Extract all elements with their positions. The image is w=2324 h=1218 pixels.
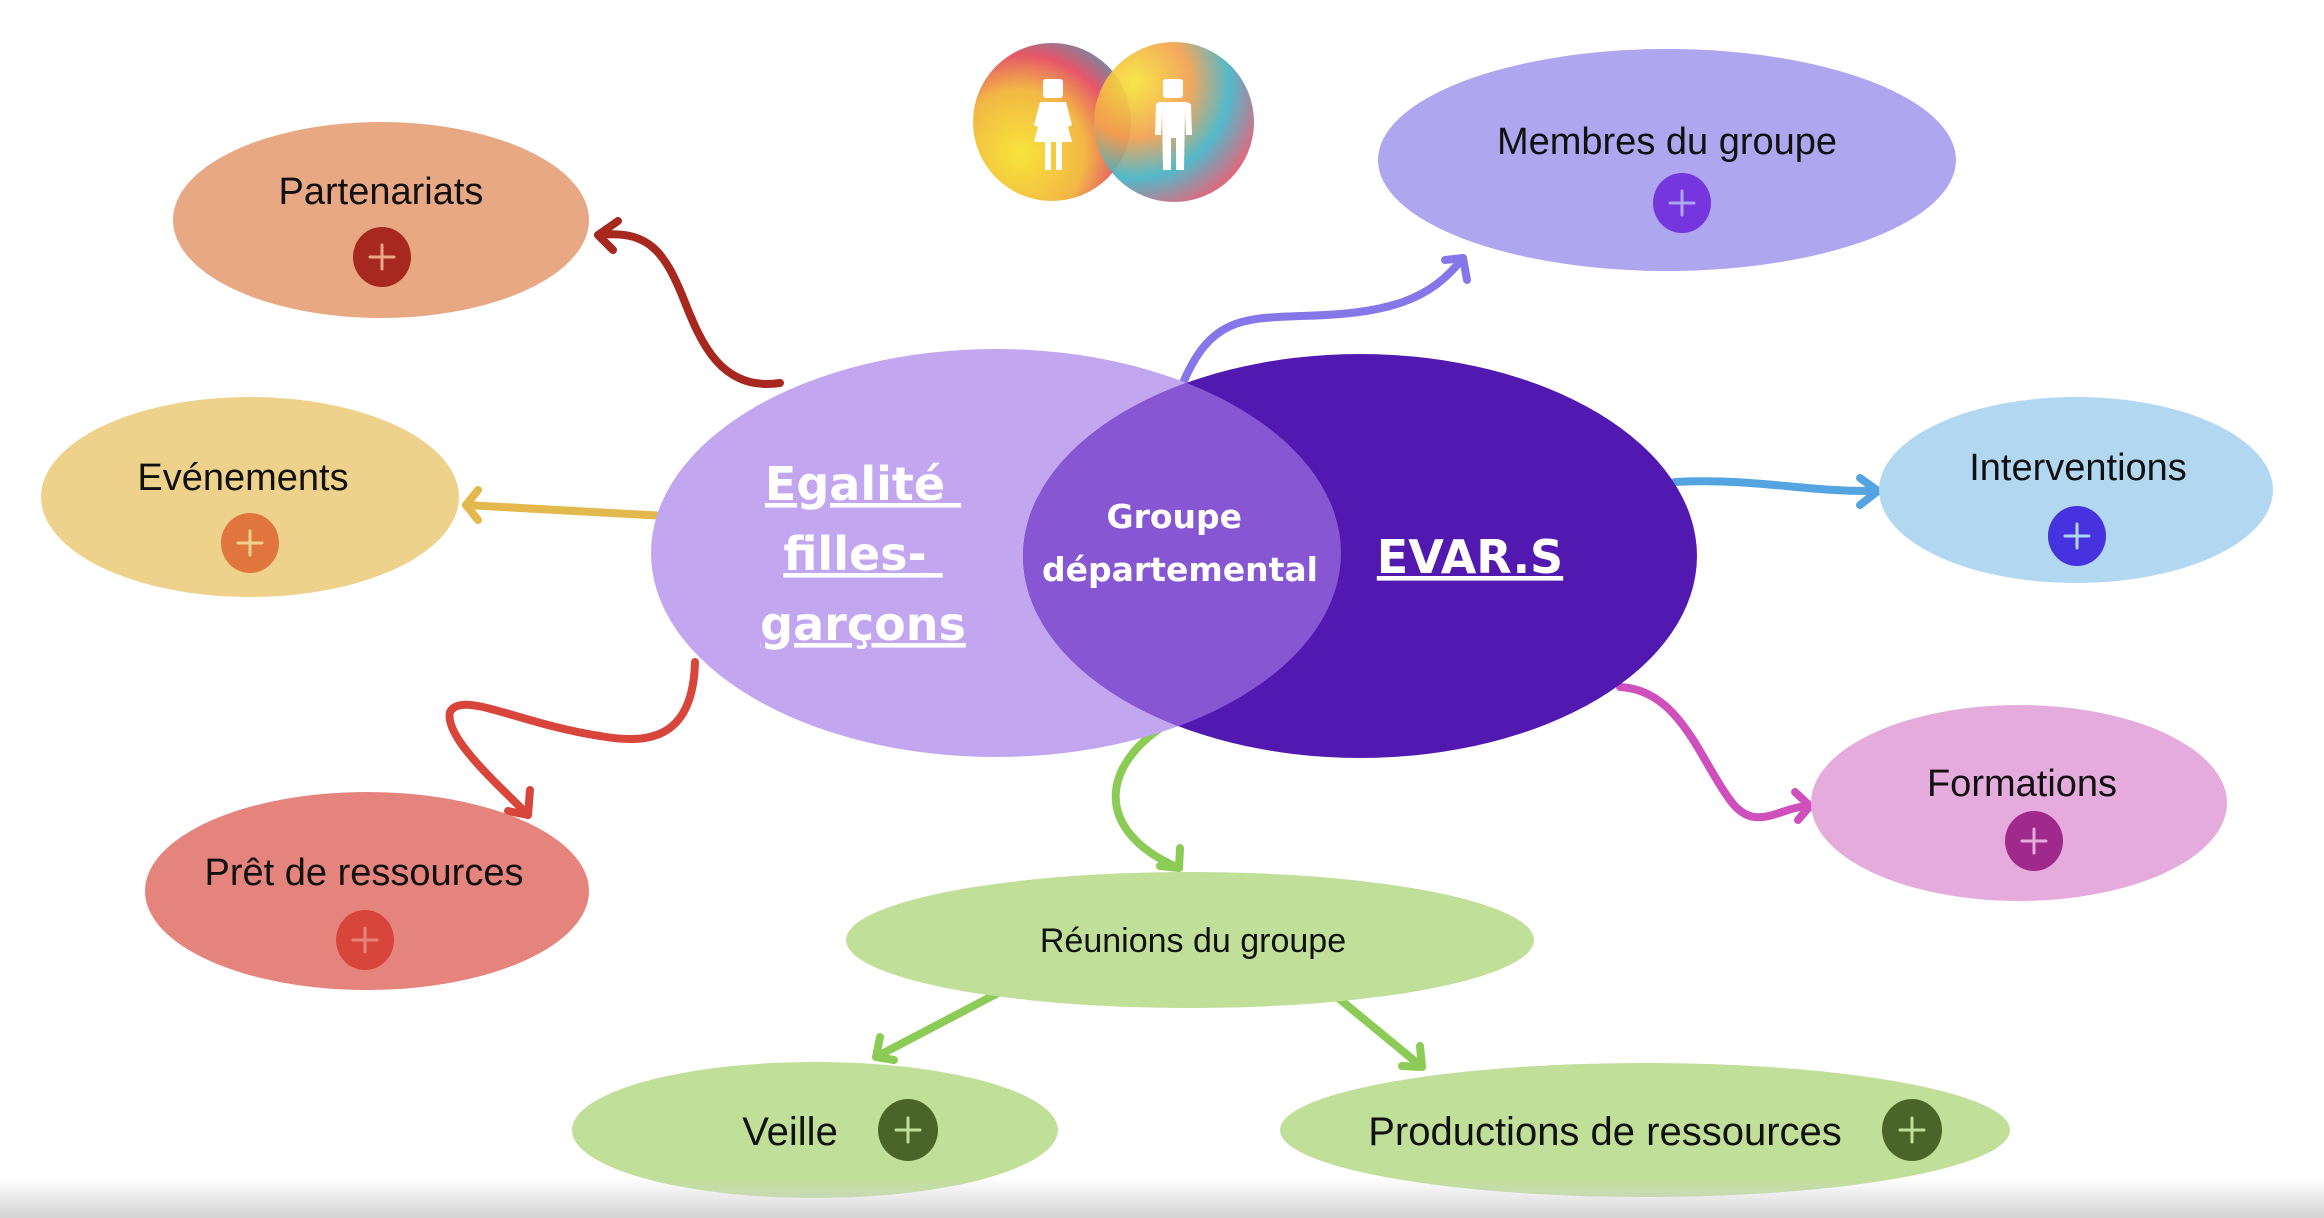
node-evenements[interactable]: Evénements <box>41 397 459 597</box>
arrowhead-membres-du-groupe <box>1441 254 1471 284</box>
hub-overlap-line-2: départemental <box>1042 550 1318 589</box>
arrowhead-veille <box>872 1033 898 1064</box>
node-productions-de-ressources[interactable]: Productions de ressources <box>1280 1063 2010 1197</box>
hub-left-label[interactable]: Egalité filles- garçons <box>760 457 966 651</box>
plus-icon <box>1898 1116 1926 1144</box>
node-shape-partenariats[interactable] <box>173 122 589 318</box>
node-label-productions-de-ressources: Productions de ressources <box>1368 1110 1842 1154</box>
arrowhead-pret-de-ressources <box>504 786 534 819</box>
expand-button-productions-de-ressources[interactable] <box>1882 1099 1942 1161</box>
node-shape-membres-du-groupe[interactable] <box>1378 49 1956 271</box>
expand-button-partenariats[interactable] <box>353 227 411 287</box>
connectors <box>445 217 1882 1071</box>
arrowhead-reunions-du-groupe <box>1156 844 1184 872</box>
node-shape-evenements[interactable] <box>41 397 459 597</box>
plus-icon <box>2063 522 2091 550</box>
connector-productions-de-ressources <box>1333 993 1426 1071</box>
plus-icon <box>894 1116 922 1144</box>
plus-icon <box>351 926 379 954</box>
node-shape-reunions-du-groupe[interactable] <box>846 872 1534 1008</box>
node-veille[interactable]: Veille <box>572 1062 1058 1198</box>
node-shape-formations[interactable] <box>1811 705 2227 901</box>
plus-icon <box>1668 189 1696 217</box>
connector-partenariats <box>594 230 784 389</box>
arrowhead-partenariats <box>594 217 622 254</box>
node-shape-interventions[interactable] <box>1879 397 2273 583</box>
hub-overlap-label: Groupe départemental <box>1042 497 1318 589</box>
expand-button-interventions[interactable] <box>2048 506 2106 566</box>
arrowhead-evenements <box>462 486 482 524</box>
node-label-reunions-du-groupe: Réunions du groupe <box>1040 922 1346 960</box>
plus-icon <box>368 243 396 271</box>
connector-formations <box>1616 683 1814 822</box>
node-label-veille: Veille <box>742 1110 838 1154</box>
node-interventions[interactable]: Interventions <box>1879 397 2273 583</box>
node-shape-productions-de-ressources[interactable] <box>1280 1063 2010 1197</box>
expand-button-evenements[interactable] <box>221 513 279 573</box>
arrowhead-productions-de-ressources <box>1398 1042 1426 1071</box>
expand-button-membres-du-groupe[interactable] <box>1653 173 1711 233</box>
connector-pret-de-ressources <box>445 658 699 819</box>
hub-right-label[interactable]: EVAR.S <box>1377 530 1563 584</box>
expand-button-formations[interactable] <box>2005 811 2063 871</box>
node-label-partenariats: Partenariats <box>279 171 484 213</box>
female-figure-icon <box>1034 79 1072 170</box>
hub-groupe-departemental[interactable] <box>1023 354 1697 758</box>
connector-membres-du-groupe <box>1179 254 1467 387</box>
arrowhead-interventions <box>1856 474 1882 509</box>
node-pret-de-ressources[interactable]: Prêt de ressources <box>145 792 589 990</box>
expand-button-veille[interactable] <box>878 1099 938 1161</box>
node-partenariats[interactable]: Partenariats <box>173 122 589 318</box>
node-label-formations: Formations <box>1927 763 2117 805</box>
node-shape-veille[interactable] <box>572 1062 1058 1198</box>
node-label-membres-du-groupe: Membres du groupe <box>1497 121 1837 163</box>
hub-overlap-line-1: Groupe <box>1106 497 1242 536</box>
male-figure-icon <box>1155 79 1192 170</box>
hub-left-line-2: filles- <box>783 527 926 581</box>
arrowhead-formations <box>1791 788 1814 824</box>
node-label-interventions: Interventions <box>1969 447 2187 489</box>
hub-left-line-1: Egalité <box>765 457 961 511</box>
gender-equality-logo <box>973 42 1254 202</box>
expand-button-pret-de-ressources[interactable] <box>336 910 394 970</box>
node-label-evenements: Evénements <box>137 457 348 499</box>
connector-evenements <box>462 501 670 520</box>
plus-icon <box>2020 827 2048 855</box>
plus-icon <box>236 529 264 557</box>
hub-left-line-3: garçons <box>760 597 966 651</box>
node-reunions-du-groupe[interactable]: Réunions du groupe <box>846 872 1534 1008</box>
node-shape-pret-de-ressources[interactable] <box>145 792 589 990</box>
connector-veille <box>872 988 1004 1061</box>
node-formations[interactable]: Formations <box>1811 705 2227 901</box>
node-membres-du-groupe[interactable]: Membres du groupe <box>1378 49 1956 271</box>
hub-group: Egalité filles- garçons Groupe départeme… <box>651 349 1697 758</box>
connector-interventions <box>1671 477 1882 496</box>
node-label-pret-de-ressources: Prêt de ressources <box>205 852 524 894</box>
